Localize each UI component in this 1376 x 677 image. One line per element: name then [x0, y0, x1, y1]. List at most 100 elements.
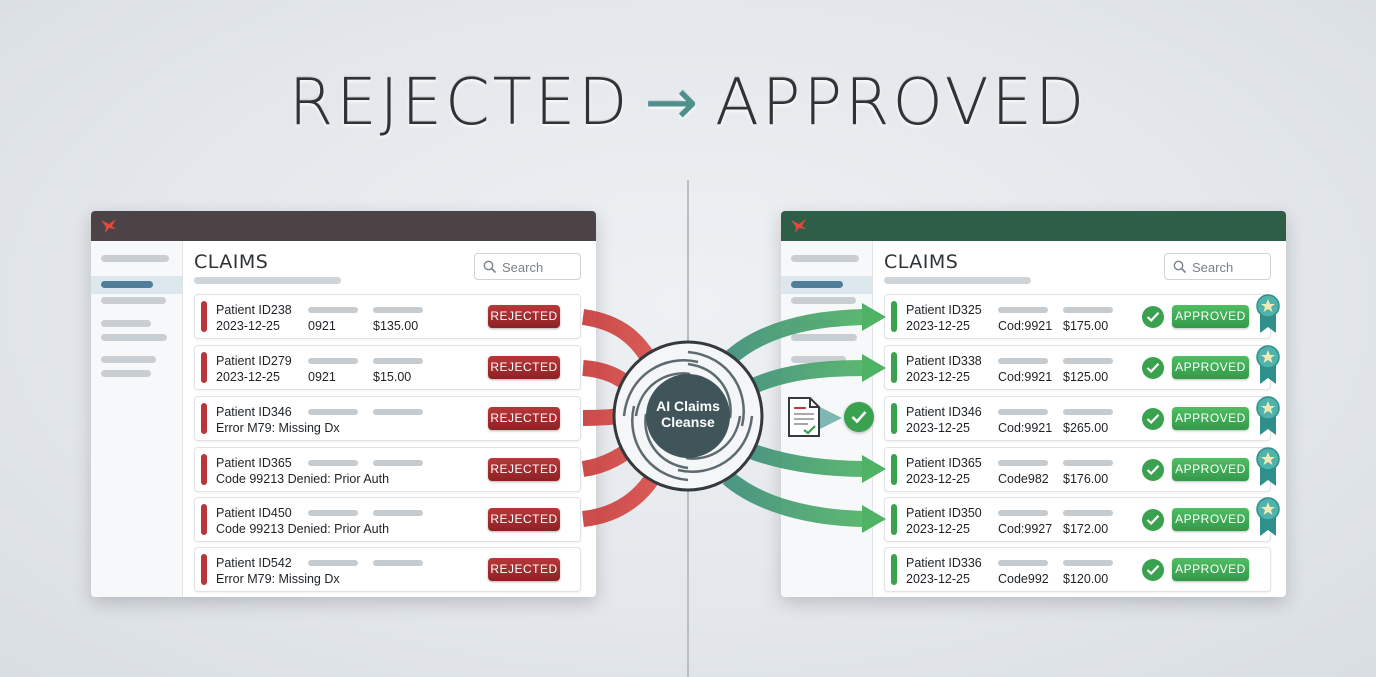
table-row[interactable]: Patient ID542 Error M79: Missing Dx REJE…	[194, 547, 581, 592]
award-ribbon-icon	[1256, 447, 1280, 486]
claim-code: Cod:9921	[998, 370, 1053, 384]
search-input[interactable]: Search	[474, 253, 581, 280]
sidebar-item[interactable]	[101, 297, 166, 304]
claim-amount: $172.00	[1063, 522, 1109, 536]
claim-code: Code982	[998, 472, 1049, 486]
patient-id: Patient ID450	[216, 506, 292, 520]
patient-id: Patient ID350	[906, 506, 982, 520]
status-badge: REJECTED	[488, 305, 560, 328]
status-badge: REJECTED	[488, 458, 560, 481]
table-row[interactable]: Patient ID325 2023-12-25 Cod:9921 $175.0…	[884, 294, 1271, 339]
ai-hub-icon	[612, 340, 764, 492]
sidebar-item[interactable]	[791, 356, 846, 363]
award-ribbon-icon	[1256, 396, 1280, 435]
status-badge: REJECTED	[488, 558, 560, 581]
table-row[interactable]: Patient ID365 2023-12-25 Code982 $176.00…	[884, 447, 1271, 492]
checkmark-icon	[844, 402, 874, 432]
claim-error: Error M79: Missing Dx	[216, 421, 340, 435]
claim-code: Cod:9927	[998, 522, 1053, 536]
hub-label: AI Claims Cleanse	[656, 398, 720, 430]
sidebar-item[interactable]	[101, 356, 156, 363]
claim-amount: $265.00	[1063, 421, 1109, 435]
claim-amount: $135.00	[373, 319, 419, 333]
sidebar-item[interactable]	[101, 334, 167, 341]
headline-arrow-icon: →	[644, 66, 702, 140]
table-row[interactable]: Patient ID365 Code 99213 Denied: Prior A…	[194, 447, 581, 492]
page-title: CLAIMS	[884, 251, 959, 273]
page-title: CLAIMS	[194, 251, 269, 273]
status-badge: REJECTED	[488, 407, 560, 430]
claim-date: 2023-12-25	[216, 319, 280, 333]
sidebar-item[interactable]	[101, 255, 169, 262]
search-icon	[1173, 260, 1187, 274]
patient-id: Patient ID338	[906, 354, 982, 368]
search-placeholder: Search	[1192, 260, 1234, 275]
claim-amount: $15.00	[373, 370, 412, 384]
document-icon	[788, 397, 820, 437]
page-headline: REJECTED→APPROVED	[0, 66, 1376, 140]
status-badge: APPROVED	[1172, 356, 1249, 379]
search-placeholder: Search	[502, 260, 544, 275]
award-ribbon-icon	[1256, 497, 1280, 536]
claim-code: 0921	[308, 319, 336, 333]
claim-date: 2023-12-25	[906, 370, 970, 384]
claim-amount: $125.00	[1063, 370, 1109, 384]
patient-id: Patient ID238	[216, 303, 292, 317]
claim-amount: $175.00	[1063, 319, 1109, 333]
claim-date: 2023-12-25	[906, 319, 970, 333]
logo-icon	[791, 219, 806, 233]
status-badge: APPROVED	[1172, 558, 1249, 581]
window-titlebar	[781, 211, 1286, 241]
checkmark-icon	[1142, 509, 1164, 531]
patient-id: Patient ID365	[906, 456, 982, 470]
patient-id: Patient ID346	[216, 405, 292, 419]
award-ribbon-icon	[1256, 345, 1280, 384]
claim-error: Code 99213 Denied: Prior Auth	[216, 472, 390, 486]
headline-rejected: REJECTED	[288, 66, 631, 140]
status-badge: APPROVED	[1172, 305, 1249, 328]
sidebar-item[interactable]	[101, 370, 151, 377]
table-row[interactable]: Patient ID279 2023-12-25 0921 $15.00 REJ…	[194, 345, 581, 390]
table-row[interactable]: Patient ID238 2023-12-25 0921 $135.00 RE…	[194, 294, 581, 339]
claim-date: 2023-12-25	[906, 572, 970, 586]
claim-code: Cod:9921	[998, 421, 1053, 435]
claim-amount: $176.00	[1063, 472, 1109, 486]
claim-error: Code 99213 Denied: Prior Auth	[216, 522, 390, 536]
table-row[interactable]: Patient ID346 2023-12-25 Cod:9921 $265.0…	[884, 396, 1271, 441]
search-input[interactable]: Search	[1164, 253, 1271, 280]
title-placeholder-bar	[194, 277, 341, 284]
patient-id: Patient ID365	[216, 456, 292, 470]
headline-approved: APPROVED	[715, 66, 1088, 140]
claim-error: Error M79: Missing Dx	[216, 572, 340, 586]
claim-date: 2023-12-25	[906, 421, 970, 435]
status-badge: APPROVED	[1172, 407, 1249, 430]
table-row[interactable]: Patient ID336 2023-12-25 Code992 $120.00…	[884, 547, 1271, 592]
sidebar-item[interactable]	[791, 255, 859, 262]
table-row[interactable]: Patient ID350 2023-12-25 Cod:9927 $172.0…	[884, 497, 1271, 542]
table-row[interactable]: Patient ID450 Code 99213 Denied: Prior A…	[194, 497, 581, 542]
checkmark-icon	[1142, 559, 1164, 581]
patient-id: Patient ID325	[906, 303, 982, 317]
sidebar-item-active[interactable]	[91, 276, 182, 294]
patient-id: Patient ID336	[906, 556, 982, 570]
status-badge: REJECTED	[488, 356, 560, 379]
sidebar-item-active[interactable]	[781, 276, 872, 294]
patient-id: Patient ID542	[216, 556, 292, 570]
claim-code: Cod:9921	[998, 319, 1053, 333]
award-ribbon-icon	[1256, 294, 1280, 333]
sidebar-item[interactable]	[791, 320, 841, 327]
sidebar-item[interactable]	[791, 334, 857, 341]
sidebar-item[interactable]	[101, 320, 151, 327]
sidebar-item[interactable]	[791, 297, 856, 304]
table-row[interactable]: Patient ID338 2023-12-25 Cod:9921 $125.0…	[884, 345, 1271, 390]
search-icon	[483, 260, 497, 274]
table-row[interactable]: Patient ID346 Error M79: Missing Dx REJE…	[194, 396, 581, 441]
checkmark-icon	[1142, 408, 1164, 430]
patient-id: Patient ID279	[216, 354, 292, 368]
claim-date: 2023-12-25	[216, 370, 280, 384]
claim-code: 0921	[308, 370, 336, 384]
claim-date: 2023-12-25	[906, 522, 970, 536]
rejected-claims-window: CLAIMS Search Patient ID238 2023-12-25 0…	[91, 211, 596, 597]
logo-icon	[101, 219, 116, 233]
status-badge: APPROVED	[1172, 508, 1249, 531]
